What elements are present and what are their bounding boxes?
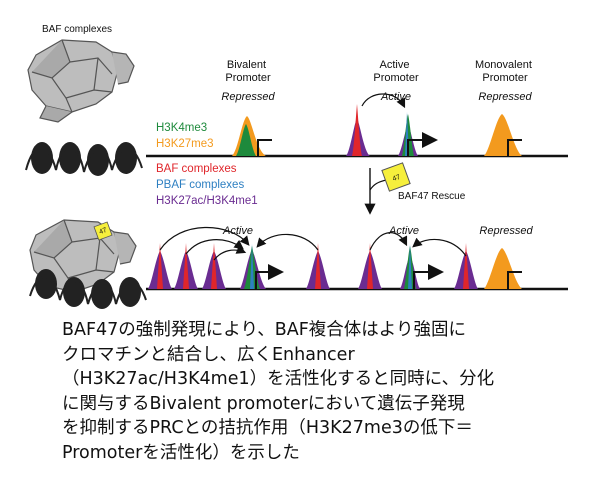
active-loop-arrow [361, 93, 406, 109]
bottom-monovalent-tss [507, 271, 522, 289]
legend-item-2: BAF complexes [156, 163, 237, 175]
bottom-active-tss [413, 264, 444, 289]
bottom-active-state: Active [388, 225, 419, 237]
baf-complex-top [27, 39, 135, 123]
legend-item-3: PBAF complexes [156, 179, 244, 191]
monovalent-line-1: Monovalent [475, 59, 532, 71]
monovalent-line-2: Promoter [482, 72, 528, 84]
enhancer-peak-baf-2 [211, 243, 217, 289]
active-tss-arrow [407, 132, 438, 156]
bivalent-promoter-label: Bivalent Promoter [225, 59, 271, 84]
monovalent-tss [507, 139, 522, 156]
monovalent-state-repressed: Repressed [478, 91, 532, 103]
baf47-badge-small-text: 47 [98, 227, 108, 236]
enhancer-peak-baf-0 [157, 243, 163, 289]
active-line-2: Promoter [373, 72, 419, 84]
enhancer-peak-baf-4 [367, 243, 373, 289]
bottom-bivalent-tss [255, 264, 284, 289]
bivalent-line-1: Bivalent [227, 59, 266, 71]
enhancer-peak-baf-3 [315, 243, 321, 289]
baf47-badge-small [93, 221, 113, 241]
active-promoter-label: Active Promoter [373, 59, 419, 84]
bottom-bivalent-state: Active [222, 225, 253, 237]
legend-item-0: H3K4me3 [156, 122, 207, 134]
bivalent-line-2: Promoter [225, 72, 271, 84]
monovalent-promoter-label: Monovalent Promoter [475, 59, 535, 84]
baf47-badge-text: 47 [392, 174, 402, 183]
nucleosome-array-top [25, 142, 143, 176]
enhancer-peak-baf-1 [183, 243, 189, 289]
peak-h3k4me3 [236, 124, 256, 156]
bottom-bivalent-peaks [240, 244, 266, 289]
nucleosome-array-bottom [29, 269, 147, 309]
bottom-monovalent-state: Repressed [479, 225, 533, 237]
baf-complexes-header: BAF complexes [42, 24, 112, 35]
bivalent-state-repressed: Repressed [221, 91, 275, 103]
bivalent-promoter-peaks [232, 116, 266, 156]
caption-text: BAF47の強制発現により、BAF複合体はより強固に クロマチンと結合し、広くE… [62, 320, 495, 463]
legend-item-1: H3K27me3 [156, 138, 214, 150]
bottom-loop-arrows [159, 226, 467, 261]
monovalent-peak-h3k27me3 [484, 114, 522, 156]
rescue-label: BAF47 Rescue [398, 191, 466, 202]
enhancer-peak-baf-5 [463, 243, 469, 289]
enhancer-peaks-bottom [148, 243, 478, 289]
bivalent-tss [257, 139, 272, 156]
active-line-1: Active [379, 59, 409, 71]
baf47-badge [381, 162, 411, 192]
bottom-active-peaks [400, 244, 420, 289]
bottom-monovalent-peak [484, 248, 522, 289]
legend-item-4: H3K27ac/H3K4me1 [156, 195, 258, 207]
rescue-connector [369, 179, 387, 191]
